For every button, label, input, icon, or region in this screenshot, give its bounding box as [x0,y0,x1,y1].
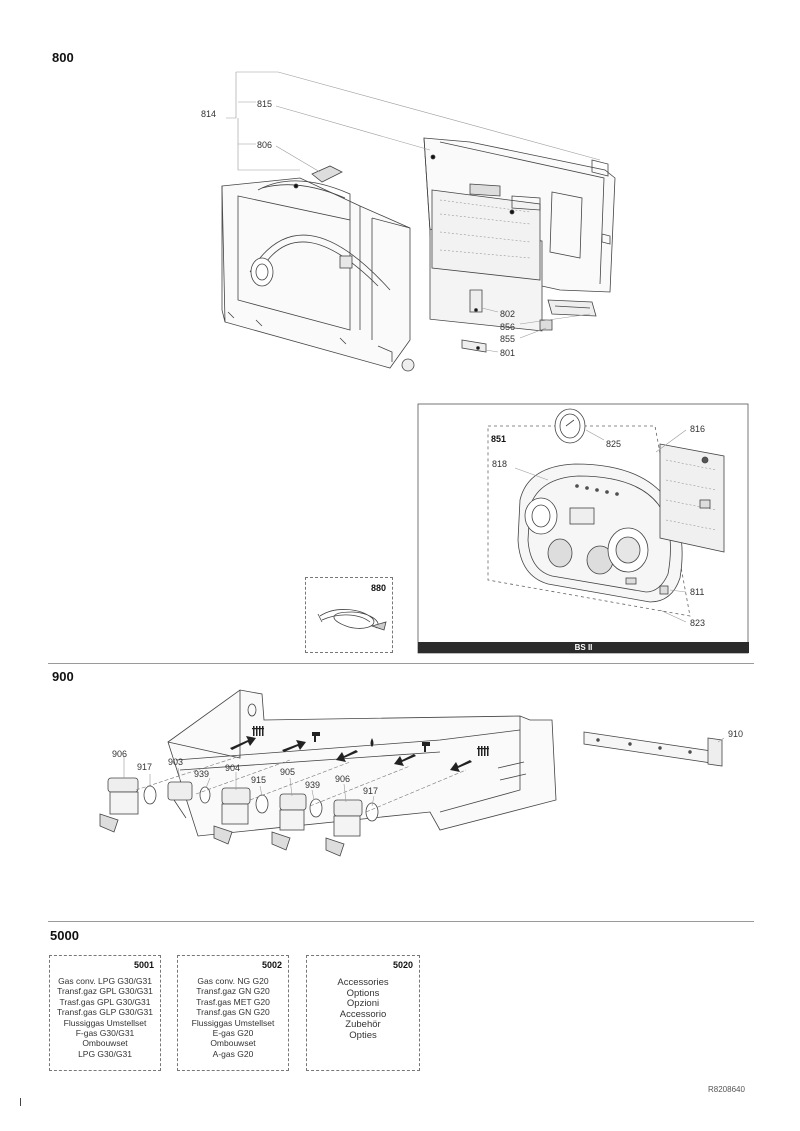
bracket-910 [583,731,723,767]
kit-line: Zubehör [345,1019,381,1031]
kit-line: Gas conv. NG G20 [197,976,269,986]
margin-mark [20,1098,21,1106]
divider-900 [48,663,754,664]
kit-line: Ombouwset [210,1038,256,1049]
kit-line: Gas conv. LPG G30/G31 [58,976,152,986]
kit-5001-lines: Gas conv. LPG G30/G31 Transf.gaz GPL G30… [50,976,160,1059]
label-816: 816 [690,424,705,434]
kit-line: Accessories [337,977,389,988]
label-915: 915 [251,775,266,785]
kit-line: F-gas G30/G31 [75,1028,135,1039]
label-917-a: 917 [137,762,152,772]
label-825: 825 [606,439,621,449]
gauge-825 [554,408,586,444]
kit-line: LPG G30/G31 [78,1048,132,1059]
leaders-800 [226,71,601,353]
label-806: 806 [257,140,272,150]
kit-line: Flussiggas Umstellset [191,1017,275,1028]
label-904: 904 [225,763,240,773]
kit-line: Transf.gaz GN G20 [196,986,270,997]
control-box-housing [221,165,415,372]
kit-line: Trasf.gas GPL G30/G31 [59,996,151,1007]
section-title-800: 800 [52,50,74,65]
label-815: 815 [257,99,272,109]
kit-5002-number: 5002 [261,960,282,970]
kit-line: Flussiggas Umstellset [63,1017,147,1028]
kit-5001: 5001 Gas conv. LPG G30/G31 Transf.gaz GP… [49,955,161,1071]
kit-line: Accessorio [339,1008,387,1020]
kit-line: Transf.gas GN G20 [196,1007,270,1018]
leaders-900 [123,737,725,807]
label-823: 823 [690,618,705,628]
label-905: 905 [280,767,295,777]
kit-line: Trasf.gas MET G20 [196,996,270,1007]
valve-axes [135,755,467,813]
section-title-900: 900 [52,669,74,684]
divider-5000 [48,921,754,922]
label-851: 851 [491,434,506,444]
kit-line: Transf.gaz GPL G30/G31 [57,986,153,997]
leaders-bs [514,429,687,623]
bs-panel-frame [417,403,749,654]
label-903: 903 [168,757,183,767]
kit-line: Transf.gas GLP G30/G31 [57,1007,153,1018]
label-801: 801 [500,348,515,358]
kit-line: Opzioni [346,998,380,1010]
display-board-816 [659,443,725,553]
label-906-b: 906 [335,774,350,784]
cable-880 [317,609,387,631]
label-855: 855 [500,334,515,344]
kit-line: Opties [349,1029,377,1041]
kit-line: E-gas G20 [212,1028,254,1039]
kit-5002: 5002 Gas conv. NG G20 Transf.gaz GN G20 … [177,955,289,1071]
service-icons [252,726,489,756]
label-856: 856 [500,322,515,332]
label-818: 818 [492,459,507,469]
flow-arrows [230,736,472,772]
label-906-a: 906 [112,749,127,759]
pcb-cover [423,137,616,332]
kit-5001-number: 5001 [133,960,154,970]
kit-5020: 5020 Accessories Options Opzioni Accesso… [306,955,420,1071]
kit-5020-lines: Accessories Options Opzioni Accessorio Z… [307,977,419,1042]
kit-line: Options [346,987,380,999]
bs-dashed-group [487,425,691,617]
document-reference: R8208640 [708,1085,745,1094]
label-811: 811 [690,587,704,597]
label-802: 802 [500,309,515,319]
label-910: 910 [728,729,743,739]
label-939-a: 939 [194,769,209,779]
control-panel-818 [517,463,683,603]
box-880: 880 [305,577,393,653]
kit-line: A-gas G20 [212,1048,254,1059]
kit-5020-number: 5020 [392,960,413,970]
kit-line: Ombouwset [82,1038,128,1049]
label-939-b: 939 [305,780,320,790]
small-parts-800 [461,289,597,353]
bs-footer-bar: BS II [418,642,749,653]
kit-5002-lines: Gas conv. NG G20 Transf.gaz GN G20 Trasf… [178,976,288,1059]
label-814: 814 [201,109,216,119]
label-917-b: 917 [363,786,378,796]
section-title-5000: 5000 [50,928,79,943]
box-880-label: 880 [370,583,386,593]
